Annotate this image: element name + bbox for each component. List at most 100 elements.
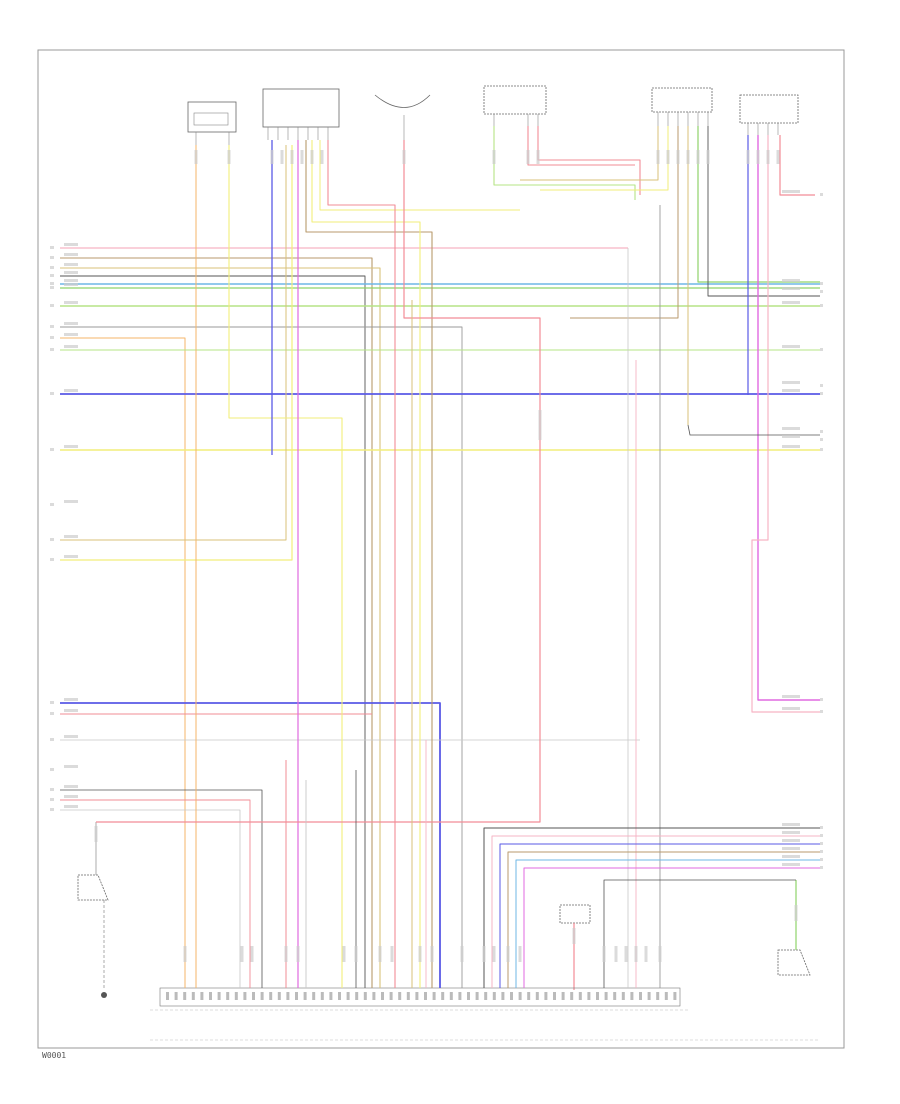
- ecm-pin: [183, 992, 187, 1000]
- ecm-wire-label-tag: [378, 946, 382, 962]
- ecm-pin: [535, 992, 539, 1000]
- ecm-wire-label-tag: [342, 946, 346, 962]
- ecm-pin: [329, 992, 333, 1000]
- ecm-pin: [578, 992, 582, 1000]
- ecm-pin: [467, 992, 470, 1000]
- wire-label-tag: [782, 823, 800, 826]
- wire-label-tag: [492, 150, 496, 164]
- component-bottom-left: [77, 822, 109, 998]
- wire-label-tag: [64, 283, 78, 286]
- wire-label-tag: [64, 253, 78, 256]
- left-pin-tag: [50, 788, 54, 791]
- left-pin-tag: [50, 348, 54, 351]
- wire-yellow-top2c: [319, 140, 520, 211]
- ecm-pin: [604, 992, 608, 1000]
- wire-label-tag: [64, 735, 78, 738]
- ecm-pin: [286, 992, 290, 1000]
- ecm-pin: [363, 992, 367, 1000]
- ecm-wire-label-tag: [482, 946, 486, 962]
- right-pin-tag: [820, 850, 823, 853]
- ecm-wire-label-tag: [624, 946, 628, 962]
- ecm-pin: [441, 992, 445, 1000]
- wire-label-tag: [782, 863, 800, 866]
- wire-brown-1: [60, 257, 373, 988]
- ecm-wire-label-tag: [183, 946, 187, 962]
- left-pin-tag: [50, 246, 54, 249]
- wire-label-tag: [782, 279, 800, 282]
- ecm-pin: [561, 992, 565, 1000]
- left-pin-tag: [50, 336, 54, 339]
- wire-ecm-bus-6: [523, 867, 820, 988]
- ecm-pin: [673, 992, 677, 1000]
- right-pin-tag: [820, 384, 823, 387]
- wire-red-top4b: [537, 126, 641, 195]
- right-pin-tag: [820, 842, 823, 845]
- wire-tan-2: [60, 145, 287, 541]
- wire-label-tag: [782, 301, 800, 304]
- left-pin-tag: [50, 325, 54, 328]
- component-top-4: [483, 85, 547, 126]
- wire-label-tag: [782, 839, 800, 842]
- ecm-pin: [449, 992, 453, 1000]
- wire-label-tag: [782, 381, 800, 384]
- component-top-1: [187, 101, 237, 145]
- wire-label-tag: [64, 795, 78, 798]
- wire-label-tag: [782, 389, 800, 392]
- wire-black-top5: [707, 126, 820, 297]
- left-pin-tag: [50, 701, 54, 704]
- ecm-connector: [159, 987, 681, 1007]
- wire-label-tag: [64, 555, 78, 558]
- right-pin-tag: [820, 866, 823, 869]
- wire-label-tag: [782, 695, 800, 698]
- wire-label-tag: [782, 190, 800, 193]
- left-pin-tag: [50, 256, 54, 259]
- wire-label-tag: [227, 150, 231, 164]
- ecm-pin: [570, 992, 574, 1000]
- left-pin-tag: [50, 738, 54, 741]
- ecm-pin: [355, 992, 359, 1000]
- wire-red-top6: [779, 135, 815, 196]
- wire-label-tag: [94, 826, 98, 842]
- wire-orange-1: [60, 337, 186, 988]
- wire-lightgreen-top4: [493, 126, 636, 200]
- wire-label-tag: [64, 243, 78, 246]
- right-pin-tag: [820, 826, 823, 829]
- ecm-pin: [295, 992, 298, 1000]
- left-pin-tag: [50, 266, 54, 269]
- wire-blue-2: [60, 702, 441, 988]
- right-pin-tag: [820, 430, 823, 433]
- wire-tan-1: [60, 267, 381, 988]
- wire-label-tag: [64, 698, 78, 701]
- wire-label-tag: [64, 279, 78, 282]
- wire-label-tag: [64, 263, 78, 266]
- ecm-wire-label-tag: [250, 946, 254, 962]
- wire-violet-top6: [757, 135, 820, 701]
- component-top-2: [262, 88, 340, 140]
- ecm-pin: [372, 992, 376, 1000]
- wire-brown-top5: [570, 126, 679, 319]
- ecm-pin: [166, 992, 169, 1000]
- ecm-pin: [639, 992, 642, 1000]
- right-pin-tag: [820, 282, 823, 285]
- wire-label-tag: [290, 150, 294, 164]
- left-pin-tag: [50, 286, 54, 289]
- right-pin-tag: [820, 304, 823, 307]
- ecm-wire-label-tag: [492, 946, 496, 962]
- wire-label-tag: [536, 150, 540, 164]
- wire-black-right: [687, 424, 820, 436]
- wire-labels-layer: [50, 150, 823, 962]
- ecm-pin: [209, 992, 212, 1000]
- wire-brown-top2: [305, 140, 433, 988]
- ecm-wire-label-tag: [506, 946, 510, 962]
- ecm-pin: [252, 992, 255, 1000]
- ecm-wire-label-tag: [518, 946, 522, 962]
- wire-label-tag: [280, 150, 284, 164]
- left-pin-tag: [50, 282, 54, 285]
- left-pin-tag: [50, 558, 54, 561]
- left-pin-tag: [50, 808, 54, 811]
- ecm-pin: [613, 992, 617, 1000]
- wire-label-tag: [572, 928, 576, 944]
- wire-label-tag: [766, 150, 770, 164]
- ecm-pin: [458, 992, 462, 1000]
